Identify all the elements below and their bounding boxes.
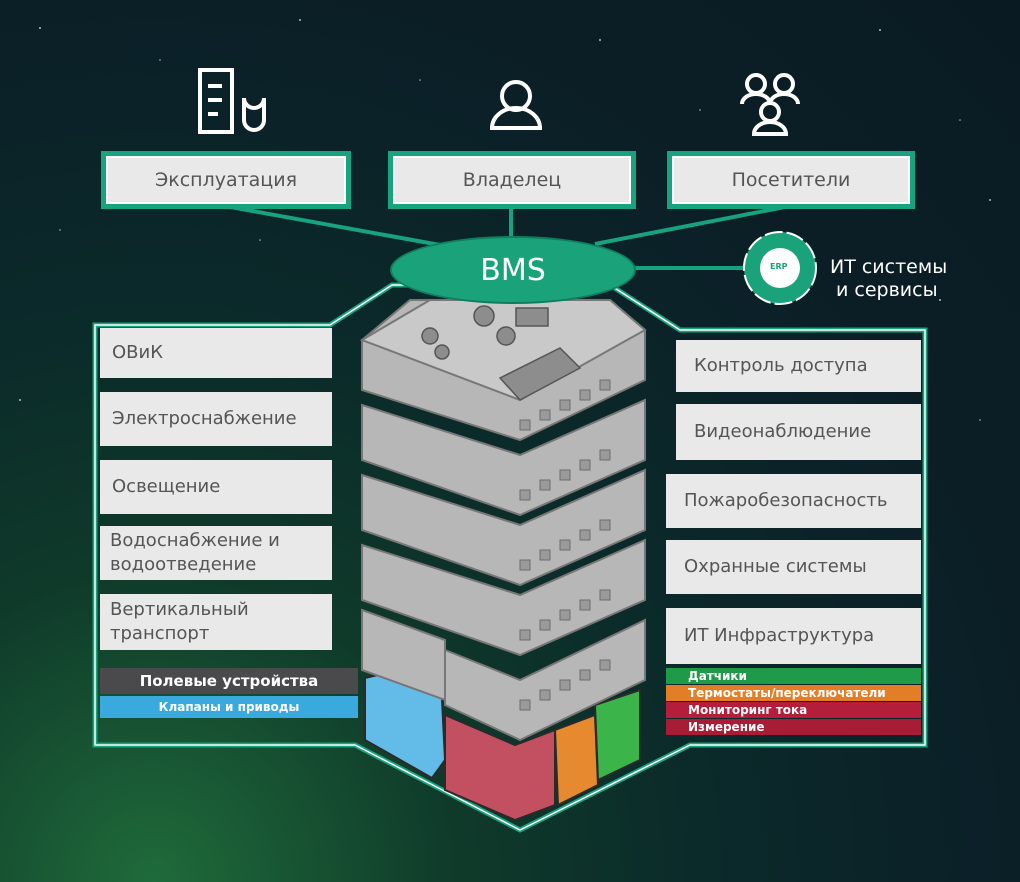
current-monitoring-label: Мониторинг тока — [688, 703, 808, 717]
thermostats-label: Термостаты/переключатели — [688, 686, 886, 700]
right-item-label: Пожаробезопасность — [684, 490, 888, 511]
left-item-label: Электроснабжение — [112, 408, 297, 429]
bms-node: BMS — [390, 236, 636, 304]
left-item-label: Водоснабжение и водоотведение — [110, 530, 280, 575]
left-item-label: Освещение — [112, 476, 221, 497]
left-item-water: Водоснабжение и водоотведение — [100, 526, 332, 580]
erp-text: ERP — [770, 262, 788, 271]
valves-label: Клапаны и приводы — [158, 700, 300, 714]
right-item-fire: Пожаробезопасность — [666, 474, 921, 528]
it-systems-line1: ИТ системы — [830, 256, 948, 278]
left-item-power: Электроснабжение — [100, 392, 332, 446]
right-item-access: Контроль доступа — [676, 340, 921, 392]
right-item-it: ИТ Инфраструктура — [666, 608, 921, 664]
sensors-strip: Датчики — [666, 668, 921, 684]
bms-label: BMS — [480, 252, 546, 288]
sensors-label: Датчики — [688, 669, 747, 683]
left-item-lighting: Освещение — [100, 460, 332, 514]
left-item-label: Вертикальный транспорт — [110, 599, 249, 644]
left-item-elevators: Вертикальный транспорт — [100, 594, 332, 650]
right-item-label: Видеонаблюдение — [694, 421, 872, 442]
owner-box: Владелец — [388, 151, 636, 209]
valves-strip: Клапаны и приводы — [100, 696, 358, 718]
field-devices-strip: Полевые устройства — [100, 668, 358, 694]
right-item-label: Контроль доступа — [694, 355, 868, 376]
right-item-video: Видеонаблюдение — [676, 404, 921, 460]
visitors-box: Посетители — [667, 151, 915, 209]
operations-label: Эксплуатация — [154, 169, 298, 191]
left-item-label: ОВиК — [112, 342, 163, 363]
operations-box: Эксплуатация — [101, 151, 351, 209]
measurement-label: Измерение — [688, 720, 765, 734]
thermostats-strip: Термостаты/переключатели — [666, 685, 921, 701]
right-item-label: Охранные системы — [684, 556, 867, 577]
left-item-hvac: ОВиК — [100, 328, 332, 378]
it-systems-label: ИТ системы и сервисы — [830, 256, 947, 302]
right-item-label: ИТ Инфраструктура — [684, 625, 875, 646]
right-item-security: Охранные системы — [666, 540, 921, 594]
field-devices-label: Полевые устройства — [139, 672, 319, 690]
it-systems-line2: и сервисы — [836, 279, 938, 301]
visitors-label: Посетители — [731, 169, 851, 191]
current-monitoring-strip: Мониторинг тока — [666, 702, 921, 718]
measurement-strip: Измерение — [666, 719, 921, 735]
owner-label: Владелец — [462, 169, 562, 191]
